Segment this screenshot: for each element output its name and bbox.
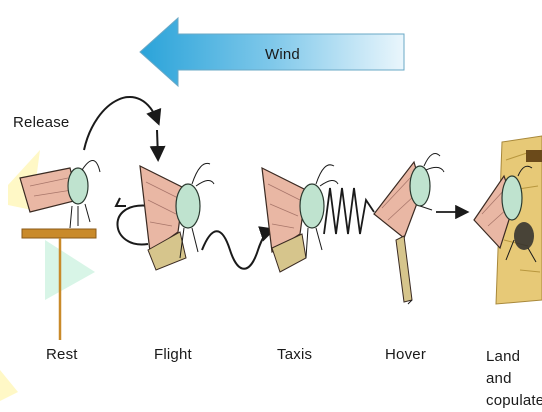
- stage-label-flight: Flight: [154, 346, 192, 363]
- release-arrow: [84, 97, 158, 150]
- moth-hover-icon: [374, 154, 444, 304]
- stage-label-rest: Rest: [46, 346, 78, 363]
- wind-label: Wind: [265, 46, 300, 63]
- moth-flight-icon: [140, 163, 214, 270]
- release-label: Release: [13, 114, 69, 131]
- loop-arrowhead: [116, 198, 126, 206]
- watermark-green-shape: [45, 240, 95, 300]
- zigzag-path: [324, 188, 374, 234]
- watermark-yellow-corner: [0, 370, 18, 401]
- moth-behavior-diagram: Wind Release Rest Flight Taxis Hover Lan…: [0, 0, 542, 401]
- flight-path-arrow: [202, 230, 272, 269]
- stage-label-land-and-copulate: Land and copulate: [486, 346, 542, 412]
- perch: [22, 229, 96, 340]
- stage-label-hover: Hover: [385, 346, 426, 363]
- stage-label-taxis: Taxis: [277, 346, 312, 363]
- release-down-arrow: [157, 130, 158, 158]
